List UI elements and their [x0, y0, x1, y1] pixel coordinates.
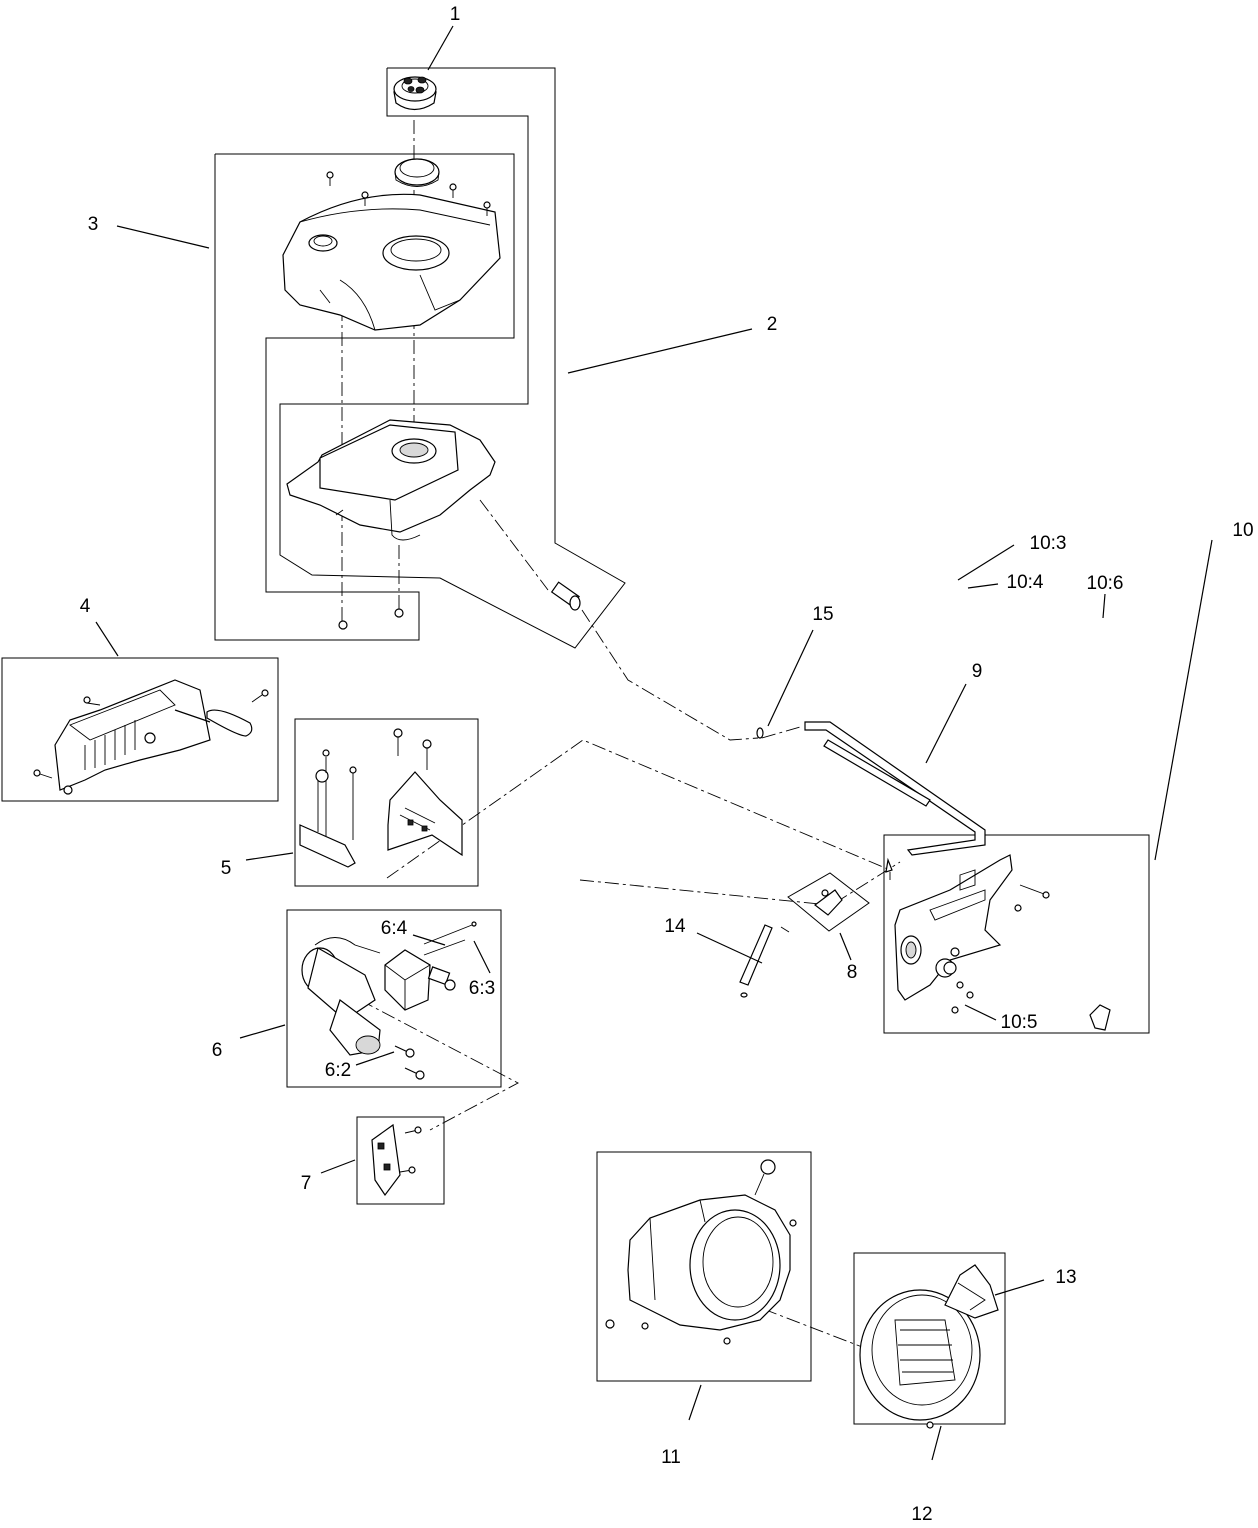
- callout-2: 2: [767, 314, 778, 335]
- callout-6-2: 6:2: [325, 1060, 351, 1081]
- callout-6: 6: [212, 1040, 223, 1061]
- throttle-link: [780, 889, 843, 933]
- callout-7: 7: [301, 1173, 312, 1194]
- frame-heat-shield: [1, 657, 279, 802]
- frame-fuel-cap-group: [279, 67, 626, 649]
- starter-motor: [301, 921, 477, 1080]
- callout-14: 14: [664, 916, 686, 937]
- frame-tank-shroud-group: [214, 153, 515, 641]
- callout-10: 10: [1232, 520, 1253, 541]
- callout-10-5: 10:5: [1001, 1012, 1038, 1033]
- brackets: [299, 728, 463, 868]
- callout-labels: 1 2 3 4 5 6 6:2 6:3 6:4 7 8 9 10 10:3 10…: [80, 4, 1254, 1525]
- recoil-starter: [859, 1264, 999, 1429]
- callout-4: 4: [80, 596, 91, 617]
- tank-shroud: [282, 171, 501, 331]
- starter-bolt: [394, 1045, 425, 1080]
- heat-shield: [33, 679, 269, 795]
- frame-starter-motor: [286, 909, 502, 1088]
- mount-plate: [371, 1123, 422, 1197]
- callout-10-6: 10:6: [1087, 573, 1124, 594]
- fuel-cap: [393, 76, 437, 111]
- frame-throttle-link: [787, 872, 870, 932]
- callout-15: 15: [812, 604, 833, 625]
- frame-bracket: [294, 718, 479, 887]
- callout-10-3: 10:3: [1030, 533, 1067, 554]
- callout-6-4: 6:4: [381, 918, 408, 939]
- blower-housing: [605, 1159, 797, 1345]
- callout-1: 1: [450, 4, 461, 25]
- leader-lines: [95, 25, 1213, 1461]
- group-frames: [1, 67, 1150, 1425]
- fuel-tank: [286, 419, 496, 541]
- frame-mount-plate: [356, 1116, 445, 1205]
- callout-5: 5: [221, 858, 232, 879]
- shroud-screw: [326, 171, 491, 216]
- fuel-fitting: [338, 581, 581, 630]
- callout-12: 12: [911, 1504, 932, 1525]
- control-panel: [894, 854, 1111, 1031]
- callout-3: 3: [88, 214, 99, 235]
- fuel-line: [756, 721, 986, 873]
- callout-6-3: 6:3: [469, 978, 495, 999]
- callout-11: 11: [661, 1447, 681, 1468]
- frame-blower-housing: [596, 1151, 812, 1382]
- callout-9: 9: [972, 661, 983, 682]
- callout-13: 13: [1055, 1267, 1076, 1288]
- filter-ring: [394, 158, 440, 187]
- callout-8: 8: [847, 962, 858, 983]
- frame-control-panel: [883, 834, 1150, 1034]
- control-rod: [739, 924, 773, 998]
- callout-10-4: 10:4: [1007, 572, 1044, 593]
